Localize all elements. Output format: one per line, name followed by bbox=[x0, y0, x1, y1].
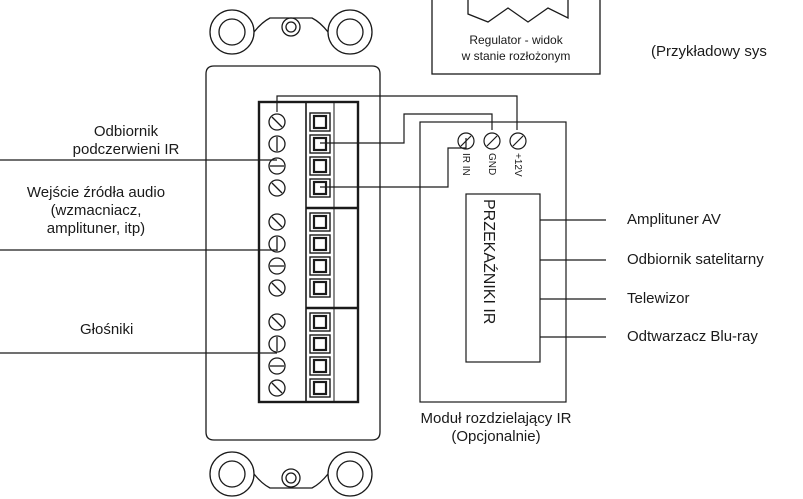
bottom-mounting-holes bbox=[209, 451, 373, 497]
screw-terminal bbox=[268, 257, 286, 275]
screw-terminal bbox=[268, 357, 286, 375]
ir-receiver-line-2: podczerwieni IR bbox=[72, 141, 180, 158]
clamp-opening bbox=[312, 136, 328, 152]
screw-terminal bbox=[268, 335, 286, 353]
output-label-bluray: Odtwarzacz Blu-ray bbox=[627, 328, 758, 345]
clamp-opening bbox=[312, 236, 328, 252]
screw-slot bbox=[271, 282, 283, 294]
clamp-housing bbox=[309, 312, 331, 332]
screw-slot bbox=[271, 316, 283, 328]
output-label-satellite: Odbiornik satelitarny bbox=[627, 251, 764, 268]
clamp-housing bbox=[309, 356, 331, 376]
clamp-housing bbox=[309, 212, 331, 232]
audio-input-line-1: Wejście źródła audio bbox=[26, 184, 166, 201]
example-system-label: (Przykładowy sys bbox=[651, 43, 767, 60]
ir-module-box bbox=[419, 121, 567, 403]
clamp-opening bbox=[312, 336, 328, 352]
screw-terminal bbox=[268, 235, 286, 253]
screw-terminal bbox=[268, 135, 286, 153]
screw-terminals bbox=[268, 113, 286, 397]
ir-receiver-label: Odbiornik podczerwieni IR bbox=[56, 123, 196, 159]
clamp-housing bbox=[309, 378, 331, 398]
clamp-housing bbox=[309, 234, 331, 254]
output-label-tv: Telewizor bbox=[627, 290, 690, 307]
clamp-housing bbox=[309, 178, 331, 198]
screw-terminal bbox=[268, 279, 286, 297]
ir-module-caption-line-2: (Opcjonalnie) bbox=[451, 428, 541, 445]
terminal-block-frame bbox=[257, 100, 360, 404]
screw-terminal bbox=[268, 113, 286, 131]
screw-terminal bbox=[268, 179, 286, 197]
wire-ir-in bbox=[320, 138, 467, 188]
audio-input-label: Wejście źródła audio (wzmacniacz, amplit… bbox=[4, 184, 188, 238]
speakers-label: Głośniki bbox=[80, 321, 134, 338]
clamp-opening bbox=[312, 114, 328, 130]
ir-relay-box bbox=[465, 193, 541, 363]
clamp-opening bbox=[312, 180, 328, 196]
clamp-terminals bbox=[309, 112, 331, 398]
clamp-housing bbox=[309, 112, 331, 132]
ir-module-caption-line-1: Moduł rozdzielający IR bbox=[420, 410, 572, 427]
clamp-opening bbox=[312, 280, 328, 296]
screw-terminal bbox=[268, 213, 286, 231]
audio-input-line-3: amplituner, itp) bbox=[46, 220, 146, 237]
wire-gnd bbox=[320, 113, 493, 144]
clamp-opening bbox=[312, 158, 328, 174]
screw-terminal bbox=[268, 379, 286, 397]
wall-plate-outline bbox=[205, 65, 381, 441]
relay-label: PRZEKAŹNIKI IR bbox=[480, 199, 499, 324]
audio-input-line-2: (wzmacniacz, bbox=[50, 202, 142, 219]
screw-slot bbox=[271, 182, 283, 194]
ir-module-caption: Moduł rozdzielający IR (Opcjonalnie) bbox=[394, 410, 598, 446]
ir-receiver-line-1: Odbiornik bbox=[93, 123, 159, 140]
screw-slot bbox=[271, 216, 283, 228]
clamp-opening bbox=[312, 314, 328, 330]
clamp-housing bbox=[309, 156, 331, 176]
top-mounting-holes bbox=[209, 9, 373, 55]
clamp-housing bbox=[309, 256, 331, 276]
screw-slot bbox=[271, 382, 283, 394]
clamp-opening bbox=[312, 214, 328, 230]
pin-label-ir-in: IR IN bbox=[460, 153, 471, 176]
pin-label-gnd: GND bbox=[486, 153, 497, 175]
clamp-opening bbox=[312, 380, 328, 396]
clamp-opening bbox=[312, 258, 328, 274]
clamp-housing bbox=[309, 278, 331, 298]
clamp-opening bbox=[312, 358, 328, 374]
screw-terminal bbox=[268, 313, 286, 331]
screw-slot bbox=[271, 116, 283, 128]
clamp-housing bbox=[309, 334, 331, 354]
pin-label-12v: +12V bbox=[512, 153, 523, 177]
wire-12v bbox=[276, 95, 518, 130]
regulator-illustration bbox=[431, 0, 601, 75]
screw-terminal bbox=[268, 157, 286, 175]
regulator-caption: Regulator - widok w stanie rozłożonym bbox=[442, 32, 590, 64]
clamp-housing bbox=[309, 134, 331, 154]
output-label-av-receiver: Amplituner AV bbox=[627, 211, 721, 228]
regulator-caption-line-2: w stanie rozłożonym bbox=[461, 49, 571, 63]
regulator-caption-line-1: Regulator - widok bbox=[469, 33, 563, 47]
